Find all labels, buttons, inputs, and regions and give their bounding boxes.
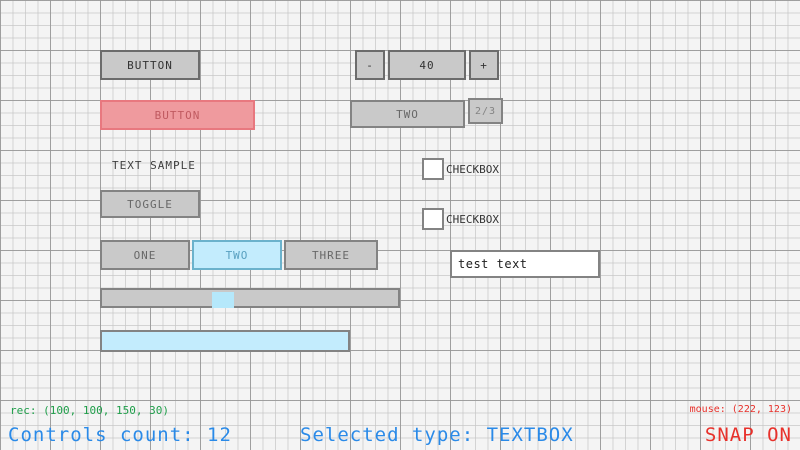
status-rec: rec: (100, 100, 150, 30) bbox=[10, 404, 169, 417]
checkbox-1-label-text: CHECKBOX bbox=[446, 162, 499, 176]
status-snap: SNAP ON bbox=[704, 424, 792, 446]
spinner-decrement-label: - bbox=[366, 58, 374, 72]
slider-handle[interactable] bbox=[212, 292, 234, 308]
dropdown-box[interactable]: TWO bbox=[350, 100, 465, 128]
button-selected[interactable]: BUTTON bbox=[100, 100, 255, 130]
toggle-label: TOGGLE bbox=[127, 197, 173, 211]
toggle-group-item-one[interactable]: ONE bbox=[100, 240, 190, 270]
spinner-value-field[interactable]: 40 bbox=[388, 50, 466, 80]
progress-bar-fill bbox=[102, 332, 348, 350]
dropdown-count-label: 2/3 bbox=[474, 105, 497, 117]
spinner-decrement-button[interactable]: - bbox=[355, 50, 385, 80]
checkbox-2-label: CHECKBOX bbox=[446, 210, 526, 228]
toggle-button[interactable]: TOGGLE bbox=[100, 190, 200, 218]
spinner-increment-label: + bbox=[480, 58, 488, 72]
checkbox-1-label: CHECKBOX bbox=[446, 160, 526, 178]
toggle-group-item-two[interactable]: TWO bbox=[192, 240, 282, 270]
toggle-group-item-three-label: THREE bbox=[311, 248, 351, 262]
spinner-increment-button[interactable]: + bbox=[469, 50, 499, 80]
dropdown-count-badge: 2/3 bbox=[468, 98, 503, 124]
status-selected-type: Selected type: TEXTBOX bbox=[300, 424, 574, 446]
checkbox-2-label-text: CHECKBOX bbox=[446, 212, 499, 226]
checkbox-2[interactable] bbox=[422, 208, 444, 230]
progress-bar bbox=[100, 330, 350, 352]
textbox-value: test text bbox=[458, 257, 528, 271]
text-sample-value: TEXT SAMPLE bbox=[112, 158, 196, 172]
checkbox-1[interactable] bbox=[422, 158, 444, 180]
status-mouse: mouse: (222, 123) bbox=[689, 404, 792, 415]
toggle-group-item-one-label: ONE bbox=[133, 248, 157, 262]
dropdown-value: TWO bbox=[396, 107, 419, 121]
toggle-group-item-three[interactable]: THREE bbox=[284, 240, 378, 270]
slider[interactable] bbox=[100, 288, 400, 308]
button-selected-label: BUTTON bbox=[154, 108, 201, 122]
button-default[interactable]: BUTTON bbox=[100, 50, 200, 80]
textbox[interactable]: test text bbox=[450, 250, 600, 278]
button-default-label: BUTTON bbox=[127, 58, 173, 72]
text-sample-label: TEXT SAMPLE bbox=[112, 155, 252, 175]
status-controls-count: Controls count: 12 bbox=[8, 424, 232, 446]
spinner-value: 40 bbox=[419, 58, 435, 72]
toggle-group-item-two-label: TWO bbox=[225, 248, 249, 262]
